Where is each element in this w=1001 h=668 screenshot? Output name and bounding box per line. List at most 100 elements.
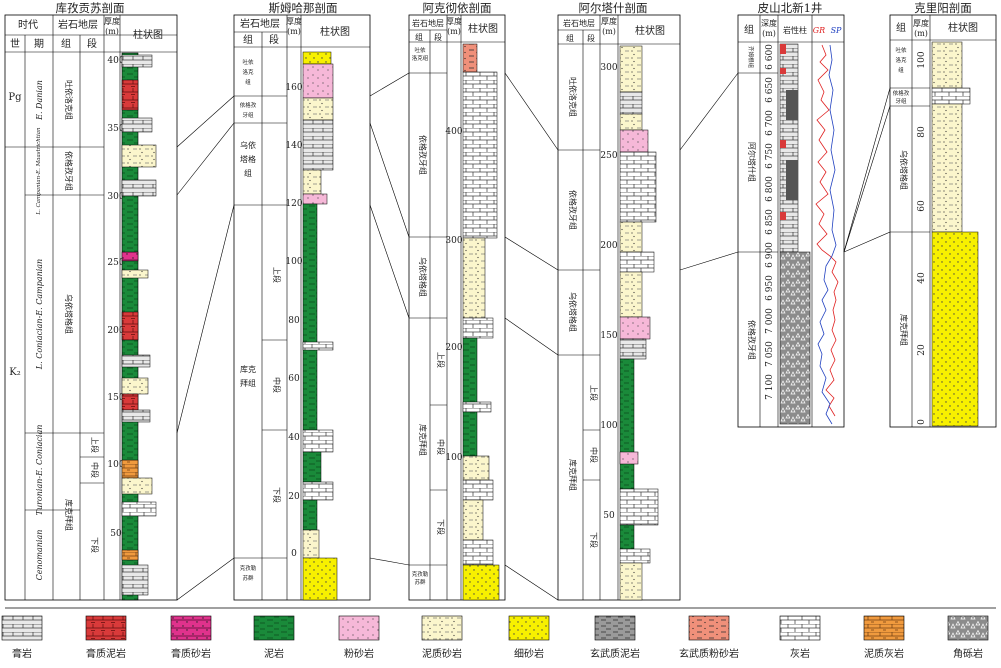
stage-cenomanian: Cenomanian	[35, 530, 44, 581]
svg-text:140: 140	[285, 141, 302, 151]
gr-sp-log-curves	[815, 44, 839, 425]
correlation-lines	[843, 87, 891, 253]
svg-text:100: 100	[600, 421, 617, 431]
header-stage: 期	[34, 38, 44, 50]
section-simuhana: 斯姆哈那剖面 岩石地层 厚度 (m) 柱状图 组 段 吐依 洛克 组 依格孜 牙…	[233, 1, 371, 601]
member-middle: 中段	[90, 462, 100, 478]
section-title: 库孜贡苏剖面	[56, 1, 125, 15]
group-wuyitage: 乌依塔格组	[568, 292, 578, 332]
svg-text:40: 40	[917, 272, 927, 284]
svg-text:牙组: 牙组	[242, 111, 254, 119]
group-wuyitage: 乌依塔格组	[899, 150, 909, 190]
svg-text:(m): (m)	[447, 27, 461, 36]
legend-item-siltstone: 粉砂岩	[338, 615, 380, 660]
svg-text:20: 20	[917, 344, 927, 356]
section-aertashi: 阿尔塔什剖面 岩石地层 厚度 (m) 柱状图 组 段 吐依洛克组 依格孜牙组 乌…	[557, 1, 681, 601]
member-lower: 下段	[436, 519, 446, 535]
svg-text:400: 400	[107, 56, 124, 66]
section-title: 阿尔塔什剖面	[579, 1, 648, 15]
header-group: 组	[243, 33, 253, 46]
svg-text:0: 0	[291, 549, 297, 559]
section-title: 克里阳剖面	[914, 1, 972, 15]
svg-text:150: 150	[107, 393, 124, 403]
group-kukebai: 库克	[240, 364, 256, 374]
group-wuyitage: 乌依	[240, 140, 256, 150]
header-sp: SP	[831, 26, 842, 35]
svg-text:组: 组	[898, 66, 904, 74]
svg-text:200: 200	[600, 241, 617, 251]
thickness-ticks: 160 140 120 100 80 60 40 20 0	[285, 83, 302, 559]
stage-campanian-maastrichtian: L. Campanian-E. Maastrichtian	[36, 127, 42, 216]
group-wuyitage: 乌依塔格组	[418, 257, 428, 297]
correlation-lines	[504, 72, 559, 601]
section-akecheyi: 阿克彻依剖面 岩石地层 厚度 (m) 柱状图 组 段 吐依 洛克组 依格孜牙组 …	[408, 1, 506, 601]
svg-text:6 650: 6 650	[765, 77, 775, 103]
header-column: 柱状图	[133, 28, 163, 41]
group-kukebai: 库克拜组	[568, 459, 578, 491]
svg-text:灰岩: 灰岩	[790, 647, 810, 660]
svg-text:(m): (m)	[602, 27, 616, 36]
group-tuyiluoke: 吐依	[895, 46, 907, 54]
svg-text:组: 组	[245, 78, 251, 86]
legend-item-basaltic-siltstone: 玄武质粉砂岩	[679, 615, 739, 660]
header-era: 时代	[18, 19, 38, 31]
svg-text:350: 350	[107, 124, 124, 134]
group-tuyiluoke: 吐依洛克组	[64, 80, 74, 120]
header-column: 柱状图	[948, 21, 978, 34]
group-aertashi: 阿尔塔什组	[747, 142, 757, 182]
svg-text:6 750: 6 750	[765, 143, 775, 169]
member-upper: 上段	[436, 352, 446, 368]
svg-text:厚度: 厚度	[446, 16, 462, 26]
section-kuzigongsu: 库孜贡苏剖面 时代 岩石地层 厚度 (m) 柱状图 世 期 组 段 Pg K₂ …	[4, 1, 178, 601]
correlation-lines	[369, 72, 410, 566]
svg-text:角砾岩: 角砾岩	[953, 647, 983, 660]
lithology-column	[121, 52, 157, 601]
group-kezilesu: 克孜勒	[240, 564, 257, 572]
svg-text:玄武质泥岩: 玄武质泥岩	[590, 647, 640, 660]
lithology-column	[779, 43, 811, 425]
header-series: 世	[10, 38, 20, 50]
stage-danian: E. Danian	[35, 80, 44, 121]
svg-text:100: 100	[107, 460, 124, 470]
section-title: 阿克彻依剖面	[423, 1, 492, 15]
header-group: 组	[744, 23, 754, 36]
section-title: 斯姆哈那剖面	[269, 1, 338, 15]
svg-text:20: 20	[288, 492, 300, 502]
svg-text:250: 250	[107, 258, 124, 268]
group-kukebai: 库克拜组	[418, 424, 428, 456]
svg-text:洛克: 洛克	[895, 56, 907, 64]
svg-text:0: 0	[917, 419, 927, 425]
legend: 膏岩 膏质泥岩 膏质砂岩 泥岩 粉砂岩 泥质砂岩 细砂岩 玄武质泥岩	[1, 607, 996, 660]
legend-item-muddy-sandstone: 泥质砂岩	[421, 615, 463, 660]
svg-text:80: 80	[917, 126, 927, 138]
svg-text:50: 50	[110, 529, 122, 539]
legend-item-mudstone: 泥岩	[253, 615, 295, 660]
svg-text:(m): (m)	[914, 29, 928, 38]
header-strata: 岩石地层	[563, 18, 595, 28]
thickness-ticks: 400 350 300 250 200 150 100 50	[107, 56, 124, 539]
lithology-column	[619, 45, 659, 601]
group-wuyitage: 乌依塔格组	[64, 294, 74, 334]
member-lower: 下段	[589, 532, 599, 548]
group-kezilesu: 克孜勒	[412, 570, 429, 578]
member-upper: 上段	[90, 437, 100, 453]
group-tuyiluoke: 吐依	[414, 46, 426, 54]
thickness-ticks: 300 250 200 150 100 50	[600, 63, 617, 521]
group-yigeziya: 依格孜牙组	[418, 135, 428, 175]
svg-text:(m): (m)	[762, 29, 776, 38]
svg-text:膏岩: 膏岩	[12, 647, 32, 660]
svg-text:6 800: 6 800	[765, 176, 775, 202]
correlation-lines	[176, 95, 235, 601]
svg-text:7 050: 7 050	[765, 341, 775, 367]
group-yigeziya: 依格孜牙组	[747, 320, 757, 360]
section-keliyang: 克里阳剖面 组 厚度 (m) 柱状图 吐依 洛克 组 依格孜 牙组 乌依塔格组 …	[889, 1, 997, 428]
lithology-column	[462, 43, 500, 601]
header-member: 段	[434, 32, 442, 42]
svg-text:300: 300	[600, 63, 617, 73]
svg-text:(m): (m)	[287, 27, 301, 36]
svg-text:6 850: 6 850	[765, 209, 775, 235]
svg-text:200: 200	[107, 326, 124, 336]
svg-text:牙组: 牙组	[895, 97, 907, 105]
svg-text:深度: 深度	[761, 18, 777, 28]
